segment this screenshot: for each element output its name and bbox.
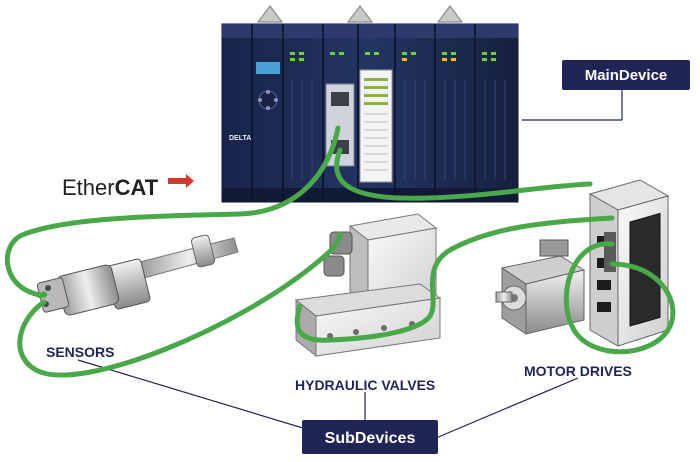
ethercat-logo-prefix: Ether <box>62 175 115 200</box>
hydraulic-valve <box>294 213 442 358</box>
motor-drives-caption: MOTOR DRIVES <box>524 363 632 379</box>
sensor-transducer <box>36 234 239 316</box>
motor-drive-unit <box>588 179 670 347</box>
ethercat-arrow-icon <box>168 174 194 188</box>
hydraulic-valves-caption: HYDRAULIC VALVES <box>295 377 435 393</box>
plc-main-controller: DELTA <box>221 5 519 203</box>
ethercat-logo: EtherCAT <box>62 174 194 200</box>
ethercat-cable <box>4 125 676 378</box>
svg-text:EtherCAT: EtherCAT <box>62 175 159 200</box>
sensors-caption: SENSORS <box>46 344 114 360</box>
main-device-label: MainDevice <box>585 67 668 84</box>
connector-lines <box>77 88 623 439</box>
plc-brand: DELTA <box>229 135 251 142</box>
sub-devices-tag <box>302 420 438 454</box>
sub-devices-label: SubDevices <box>325 430 416 447</box>
main-device-tag <box>562 60 690 90</box>
ethercat-logo-suffix: CAT <box>115 175 159 200</box>
